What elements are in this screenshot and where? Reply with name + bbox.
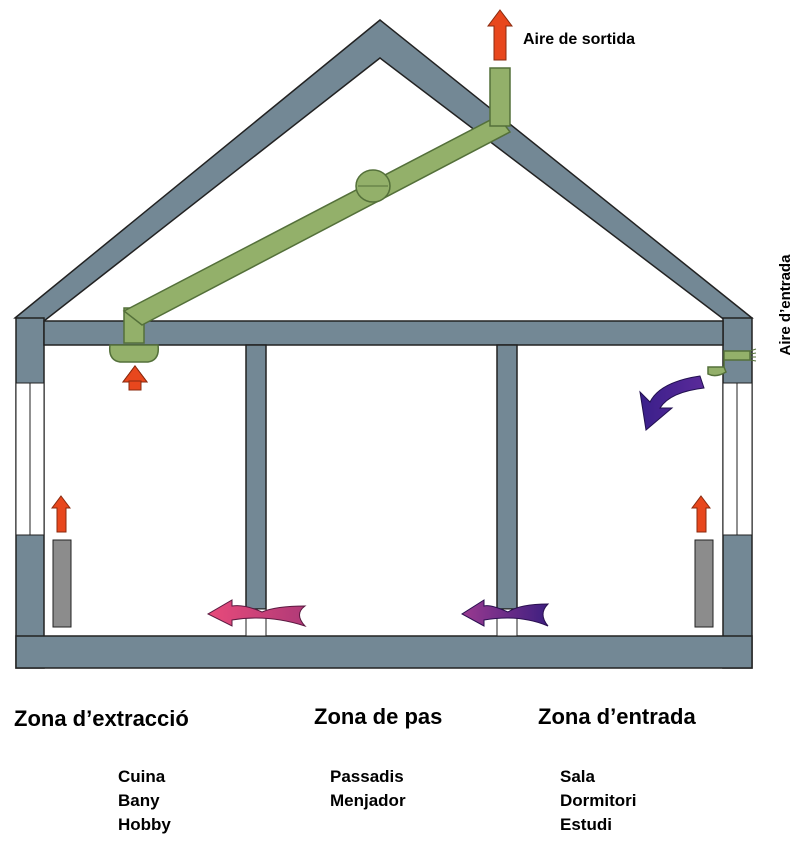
zone-rooms-entry: Sala Dormitori Estudi xyxy=(560,765,637,837)
room-label: Passadis xyxy=(330,767,404,786)
zone-title-entry: Zona d’entrada xyxy=(538,704,696,729)
supply-flow-arrow xyxy=(639,375,705,431)
room-label: Bany xyxy=(118,791,160,810)
exhaust-air-label: Aire de sortida xyxy=(523,31,636,48)
room-label: Estudi xyxy=(560,815,612,834)
room-label: Hobby xyxy=(118,815,171,834)
inner-wall-right xyxy=(496,344,518,610)
transfer-flow-arrow xyxy=(461,599,550,627)
window-icon xyxy=(15,382,45,536)
radiator-heat-arrows xyxy=(51,495,711,533)
exhaust-vent-icon xyxy=(108,344,160,363)
ceiling xyxy=(43,320,724,346)
room-label: Sala xyxy=(560,767,595,786)
house-walls xyxy=(15,317,753,669)
room-label: Cuina xyxy=(118,767,166,786)
floor xyxy=(15,635,753,669)
zone-title-passage: Zona de pas xyxy=(314,704,443,729)
radiator-icon xyxy=(694,539,714,628)
exhaust-outlet-arrow xyxy=(487,9,513,61)
room-label: Menjador xyxy=(330,791,406,810)
supply-grille xyxy=(749,348,757,362)
supply-air-label: Aire d’entrada xyxy=(777,254,794,356)
zone-rooms-passage: Passadis Menjador xyxy=(330,765,406,813)
exhaust-flow-arrow xyxy=(206,599,307,628)
zone-title-extraction: Zona d’extracció xyxy=(14,706,189,731)
roof xyxy=(13,19,754,322)
zone-rooms-extraction: Cuina Bany Hobby xyxy=(118,765,171,837)
window-icon xyxy=(722,382,753,536)
room-label: Dormitori xyxy=(560,791,637,810)
radiator-icon xyxy=(52,539,72,628)
inner-wall-left xyxy=(245,344,267,610)
